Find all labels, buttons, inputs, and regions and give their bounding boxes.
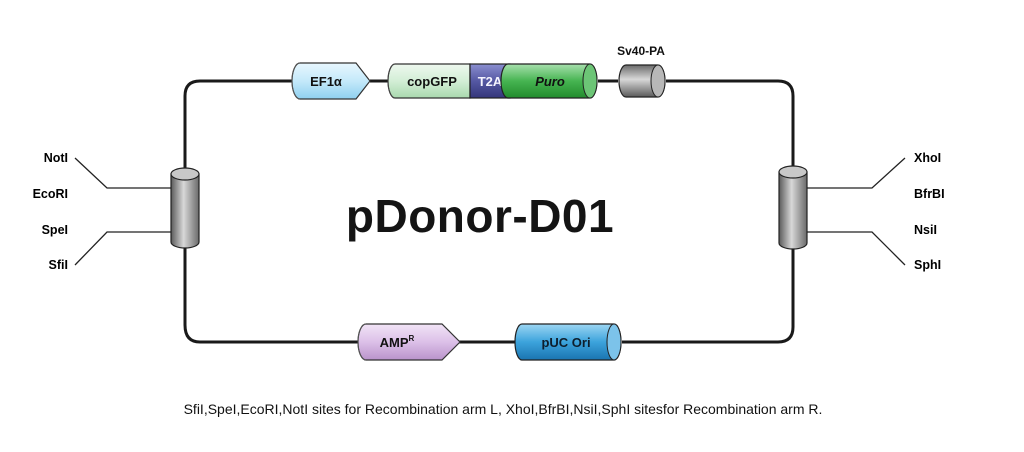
sv40pa-terminator: Sv40-PA — [617, 44, 666, 98]
puc-ori: pUC Ori — [514, 323, 622, 361]
ef1a-promoter: EF1α — [291, 62, 371, 100]
t2a-label: T2A — [478, 74, 503, 89]
amp-label-text: AMPR — [380, 334, 415, 350]
leader-line — [807, 231, 906, 266]
leader-line — [74, 231, 171, 266]
amp-resistance-gene: AMPR — [357, 323, 461, 361]
backbone-segment — [622, 79, 795, 344]
site-label-sfii: SfiI — [49, 258, 68, 272]
sv40pa-label: Sv40-PA — [617, 44, 665, 58]
site-label-sphi: SphI — [914, 258, 941, 272]
puro-gene: Puro — [500, 63, 598, 99]
puro-label: Puro — [535, 74, 565, 89]
site-label-bfrbi: BfrBI — [914, 187, 945, 201]
site-label-ecori: EcoRI — [33, 187, 68, 201]
right-site-leaders — [807, 157, 906, 266]
plasmid-name: pDonor-D01 — [346, 190, 614, 242]
copgfp-label: copGFP — [407, 74, 457, 89]
site-label-xhoi: XhoI — [914, 151, 941, 165]
figure-caption: SfiI,SpeI,EcoRI,NotI sites for Recombina… — [184, 401, 823, 417]
left-site-leaders — [74, 157, 171, 266]
amp-superscript: R — [409, 334, 415, 343]
amp-label: AMP — [380, 335, 409, 350]
leader-line — [74, 157, 171, 189]
copgfp-gene: copGFP — [387, 63, 471, 99]
right-recombination-arm — [778, 165, 808, 250]
ef1a-label: EF1α — [310, 74, 342, 89]
left-recombination-arm — [170, 167, 200, 249]
leader-line — [807, 157, 906, 189]
puc-ori-label: pUC Ori — [541, 335, 590, 350]
plasmid-backbone — [183, 79, 362, 344]
site-label-noti: NotI — [44, 151, 68, 165]
site-label-nsii: NsiI — [914, 223, 937, 237]
site-label-spei: SpeI — [42, 223, 68, 237]
